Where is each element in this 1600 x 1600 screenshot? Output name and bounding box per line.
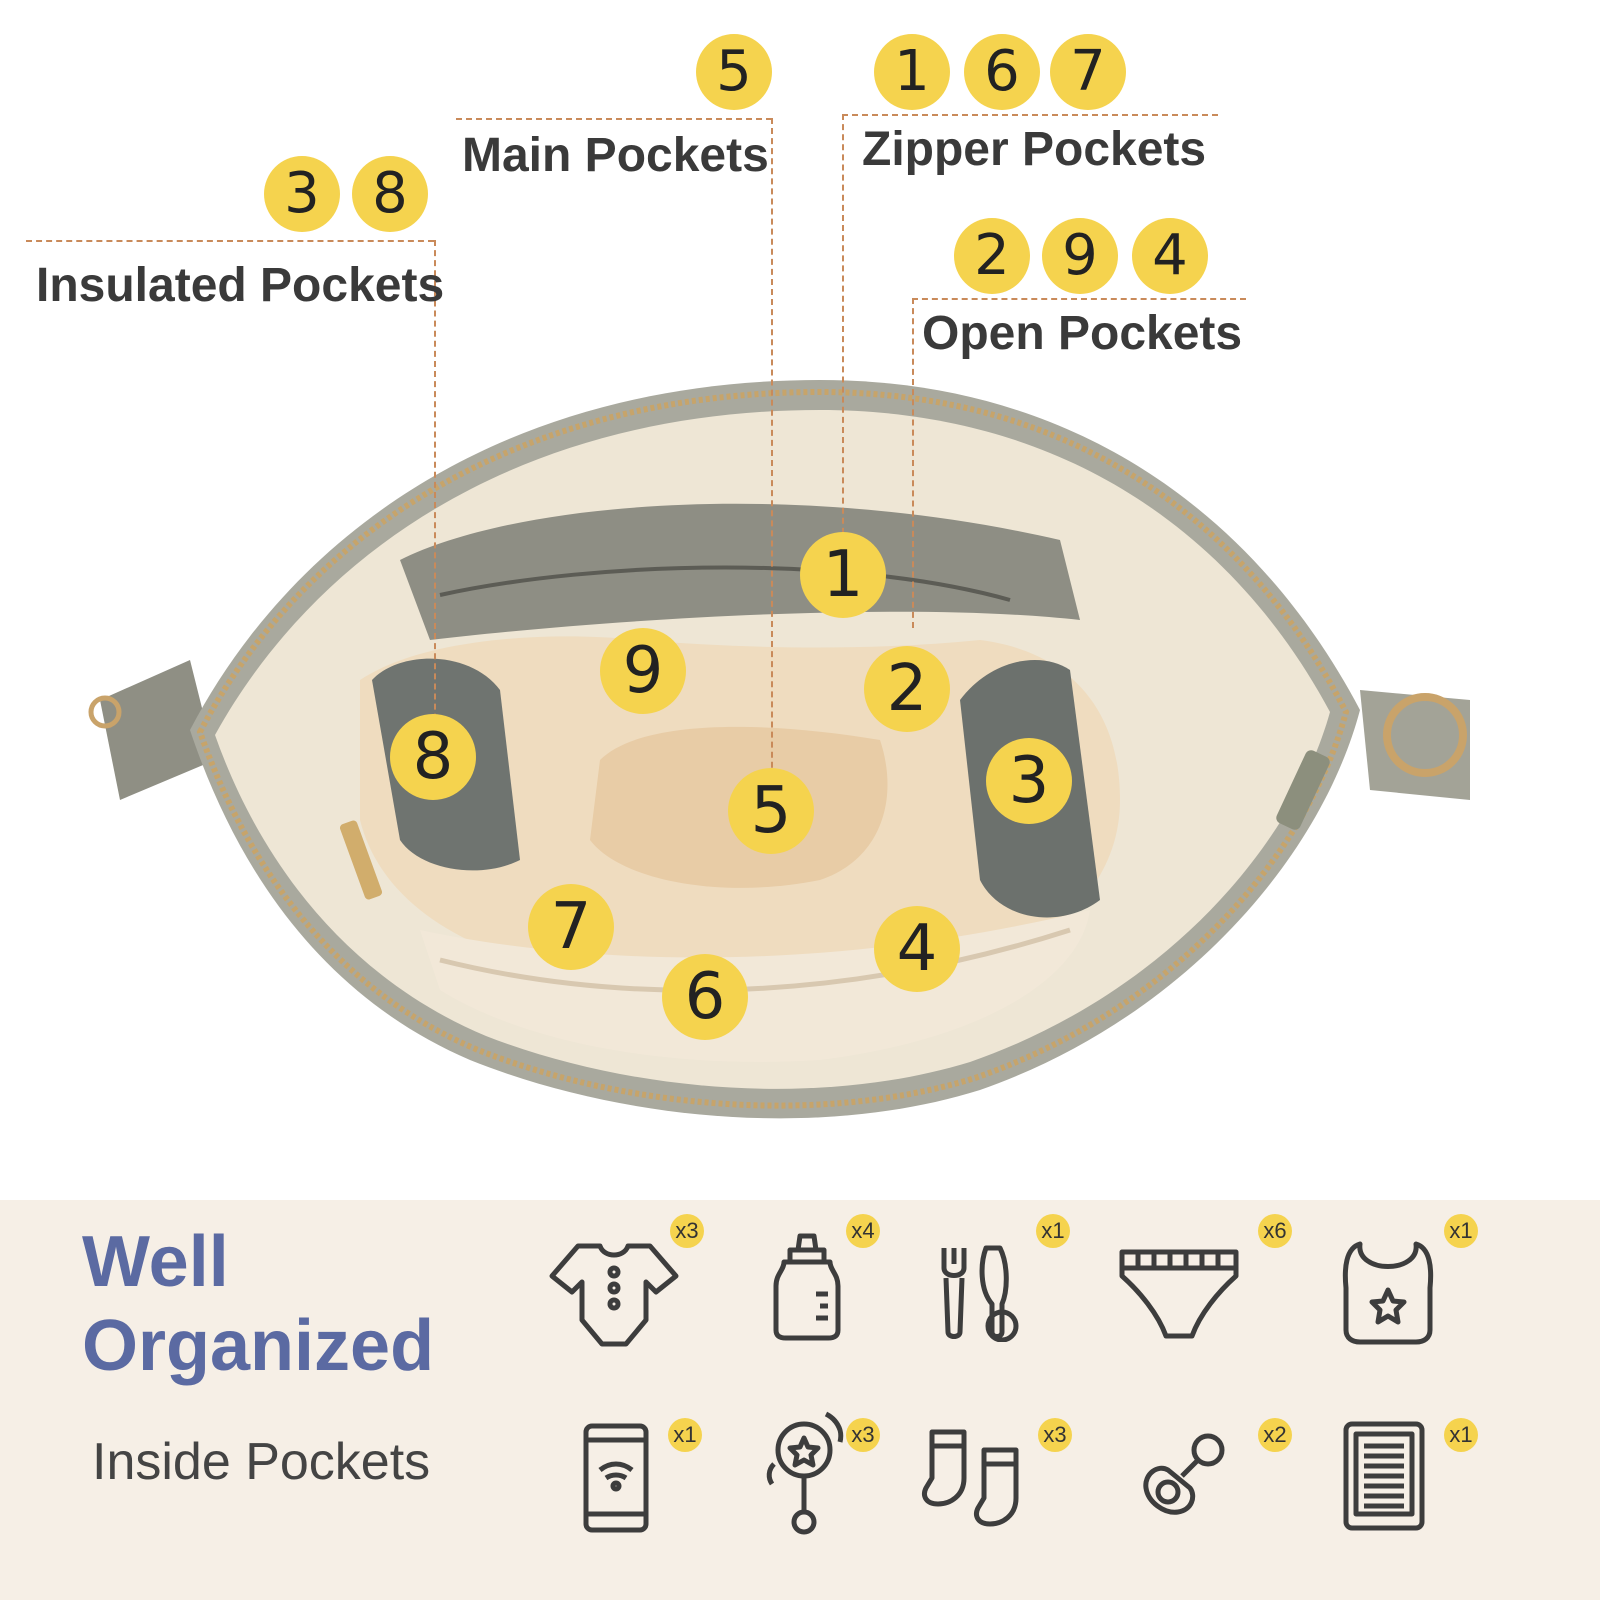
callout-badge-zipper: 1 (874, 34, 950, 110)
leader-main-h (456, 118, 772, 120)
bag-marker-9: 9 (600, 628, 686, 714)
callout-badge-open: 9 (1042, 218, 1118, 294)
zipper-edge (196, 388, 1350, 1109)
insulated-pockets-label: Insulated Pockets (36, 259, 445, 312)
item-count-badge: x3 (1038, 1418, 1072, 1452)
item-count-badge: x1 (1036, 1214, 1070, 1248)
bag-marker-3: 3 (986, 738, 1072, 824)
item-count-badge: x3 (670, 1214, 704, 1248)
baby-bottle-icon (773, 1233, 841, 1341)
bag-marker-8: 8 (390, 714, 476, 800)
main-pockets-label: Main Pockets (462, 129, 769, 182)
smartphone-icon (583, 1423, 649, 1533)
socks-icon (922, 1429, 1019, 1527)
leader-open-v (912, 298, 914, 628)
leader-insulated-h (26, 240, 434, 242)
leader-zipper-h (842, 114, 1218, 116)
bag-marker-1: 1 (800, 532, 886, 618)
item-count-badge: x1 (668, 1418, 702, 1452)
callout-badge-open: 2 (954, 218, 1030, 294)
callout-badge-zipper: 7 (1050, 34, 1126, 110)
item-count-badge: x3 (846, 1418, 880, 1452)
callout-badge-open: 4 (1132, 218, 1208, 294)
leader-zipper-v (842, 114, 844, 544)
item-count-badge: x2 (1258, 1418, 1292, 1452)
callout-badge-insulated: 3 (264, 156, 340, 232)
panel-title-line1: Well (82, 1222, 229, 1302)
leader-open-h (912, 298, 1246, 300)
item-count-badge: x6 (1258, 1214, 1292, 1248)
item-count-badge: x1 (1444, 1214, 1478, 1248)
bib-icon (1342, 1241, 1434, 1345)
leader-main-v (771, 118, 773, 808)
tablet-icon (1343, 1421, 1425, 1531)
rattle-icon (766, 1411, 844, 1535)
pacifier-icon (1143, 1433, 1225, 1515)
zipper-pull-right (1276, 750, 1330, 830)
bag-marker-2: 2 (864, 646, 950, 732)
zipper-pockets-label: Zipper Pockets (862, 123, 1207, 176)
utensils-icon (941, 1245, 1019, 1342)
leader-insulated-v (434, 240, 436, 760)
callout-badge-main: 5 (696, 34, 772, 110)
bag-marker-5: 5 (728, 768, 814, 854)
callout-badge-zipper: 6 (964, 34, 1040, 110)
bag-marker-6: 6 (662, 954, 748, 1040)
left-strap-tab (88, 660, 215, 800)
item-count-badge: x1 (1444, 1418, 1478, 1452)
panel-title-line2: Organized (82, 1306, 435, 1386)
diaper-bag-photo (88, 380, 1470, 1119)
onesie-icon (549, 1243, 679, 1347)
features-panel: Well Organized Inside Pockets (0, 1200, 1600, 1600)
callout-badge-insulated: 8 (352, 156, 428, 232)
panel-subtitle: Inside Pockets (92, 1433, 431, 1491)
item-count-badge: x4 (846, 1214, 880, 1248)
bag-marker-4: 4 (874, 906, 960, 992)
diaper-icon (1119, 1249, 1239, 1339)
open-pockets-label: Open Pockets (922, 307, 1243, 360)
bag-marker-7: 7 (528, 884, 614, 970)
zipper-pocket-panel (400, 503, 1080, 640)
zipper-pull-left (339, 820, 383, 900)
right-strap-tab (1360, 690, 1470, 800)
